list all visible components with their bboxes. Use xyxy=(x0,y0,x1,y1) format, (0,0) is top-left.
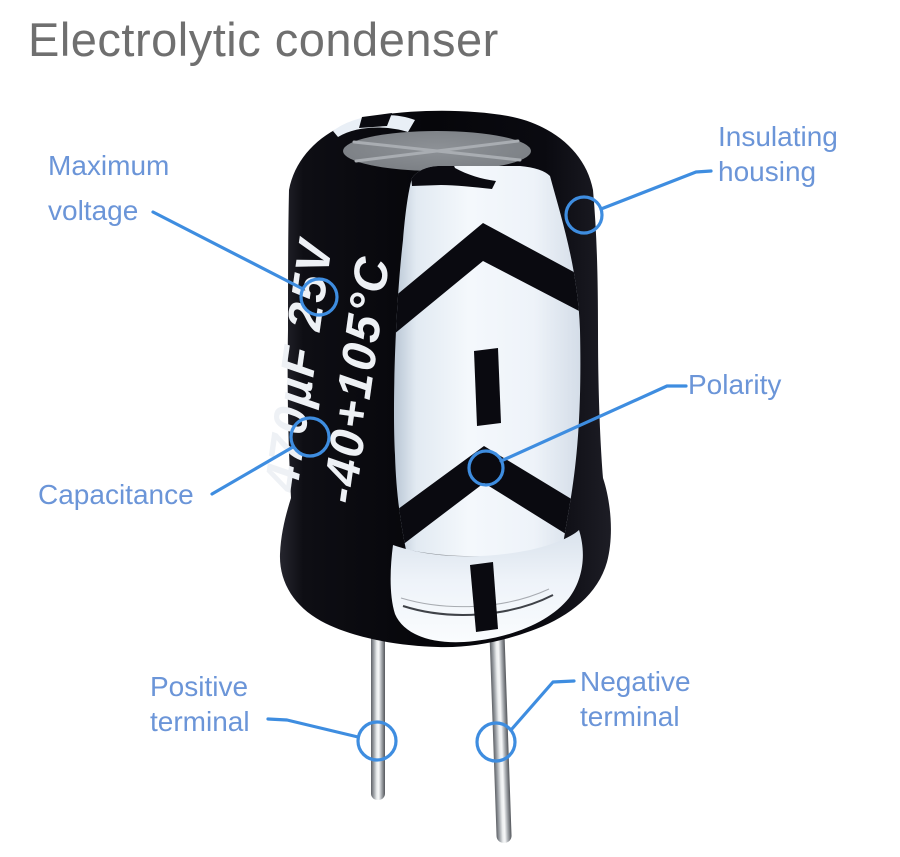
callout-circle-negative-terminal xyxy=(475,721,517,763)
leader-insulating-housing xyxy=(599,169,713,211)
lead-negative xyxy=(488,598,512,843)
label-line: voltage xyxy=(48,195,139,226)
callout-circle-polarity xyxy=(467,449,505,487)
chevron-mark-lower xyxy=(394,446,578,549)
leader-negative-terminal xyxy=(509,679,576,732)
label-line: Maximum xyxy=(48,150,170,181)
callout-circle-insulating-housing xyxy=(564,195,604,235)
label-capacitance: Capacitance xyxy=(38,477,194,512)
page-title: Electrolytic condenser xyxy=(28,13,499,66)
label-line: terminal xyxy=(150,706,250,737)
leader-capacitance xyxy=(210,445,295,496)
label-positive-terminal: Positive terminal xyxy=(150,669,250,739)
callout-circle-capacitance xyxy=(289,416,331,458)
stripe-back-mark xyxy=(359,113,392,128)
label-line: Polarity xyxy=(688,369,782,400)
label-negative-terminal: Negative terminal xyxy=(580,664,691,734)
label-line: Insulating xyxy=(718,121,838,152)
label-maximum-voltage: Maximum voltage xyxy=(48,143,169,233)
leader-maximum-voltage xyxy=(151,210,305,291)
label-line: housing xyxy=(718,156,817,187)
label-line: Negative xyxy=(580,666,691,697)
label-line: terminal xyxy=(580,701,680,732)
bottom-stripe-mark xyxy=(470,562,498,632)
callout-circle-positive-terminal xyxy=(356,720,398,762)
callout-circle-maximum-voltage xyxy=(299,277,339,317)
leader-polarity xyxy=(499,384,688,463)
chevron-mark-upper xyxy=(393,223,581,335)
lead-positive xyxy=(371,598,385,800)
leader-positive-terminal xyxy=(266,717,360,739)
label-polarity: Polarity xyxy=(688,367,781,402)
minus-mark xyxy=(474,348,501,426)
stripe-top-mark xyxy=(410,166,496,189)
vent-cross xyxy=(352,139,522,163)
label-line: Capacitance xyxy=(38,479,194,510)
label-insulating-housing: Insulating housing xyxy=(718,119,838,189)
label-line: Positive xyxy=(150,671,249,702)
